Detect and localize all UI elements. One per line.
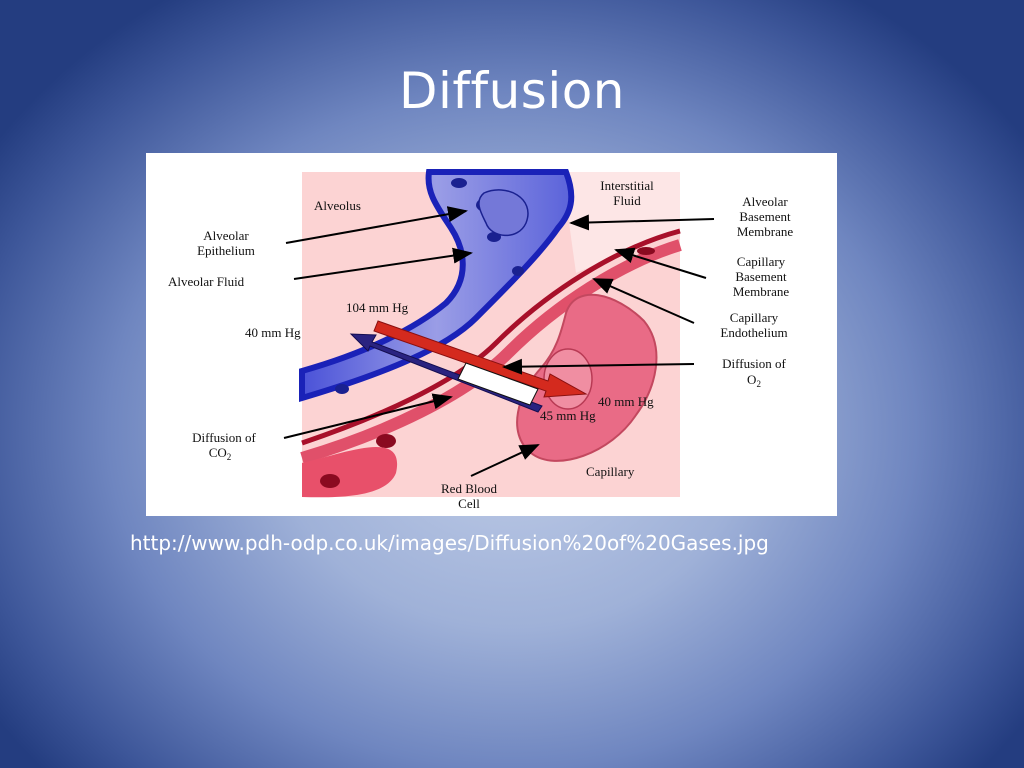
label-pressure-45: 45 mm Hg [540, 408, 596, 423]
label-capillary-endothelium: Endothelium [720, 325, 787, 340]
leader-alveolar-basement [569, 214, 715, 231]
label-capillary-basement-membrane: Basement [735, 269, 787, 284]
label-red-blood-cell: Red Blood [441, 481, 497, 496]
leader-diffusion-co2 [283, 393, 453, 439]
endothelial-nucleus [376, 434, 396, 448]
diffusion-barrier-gap [457, 362, 539, 406]
slide-title: Diffusion [398, 62, 625, 120]
label-red-blood-cell: Cell [458, 496, 480, 511]
label-alveolar-fluid: Alveolar Fluid [168, 274, 245, 289]
label-pressure-40-left: 40 mm Hg [245, 325, 301, 340]
label-capillary: Capillary [586, 464, 635, 479]
label-pressure-40-right: 40 mm Hg [598, 394, 654, 409]
endothelial-nucleus [637, 247, 655, 255]
label-diffusion-o2: O2 [747, 372, 761, 389]
alveolar-cell-blob [451, 178, 467, 188]
diffusion-diagram: Alveolus Interstitial Fluid Alveolar Epi… [146, 153, 837, 516]
source-url: http://www.pdh-odp.co.uk/images/Diffusio… [130, 531, 769, 555]
endothelial-nucleus [320, 474, 340, 488]
label-alveolar-epithelium: Alveolar [203, 228, 249, 243]
leader-alveolar-epithelium [285, 206, 468, 244]
leader-capillary-basement [614, 247, 707, 279]
label-alveolar-basement-membrane: Basement [739, 209, 791, 224]
label-alveolar-basement-membrane: Alveolar [742, 194, 788, 209]
alveolar-nucleus [478, 189, 529, 237]
label-alveolus: Alveolus [314, 198, 361, 213]
label-diffusion-o2: Diffusion of [722, 356, 786, 371]
label-capillary-endothelium: Capillary [730, 310, 779, 325]
label-alveolar-basement-membrane: Membrane [737, 224, 794, 239]
alveolar-cell-blob [512, 266, 524, 276]
label-interstitial-fluid: Fluid [613, 193, 641, 208]
label-diffusion-co2: Diffusion of [192, 430, 256, 445]
leader-alveolar-fluid [293, 247, 473, 280]
label-alveolar-epithelium: Epithelium [197, 243, 255, 258]
label-capillary-basement-membrane: Membrane [733, 284, 790, 299]
leader-red-blood-cell [470, 444, 540, 477]
label-pressure-104: 104 mm Hg [346, 300, 409, 315]
o2-diffusion-arrow [373, 320, 588, 398]
label-diffusion-co2: CO2 [209, 445, 232, 462]
alveolar-cell-blob [335, 384, 349, 394]
leader-diffusion-o2 [502, 358, 695, 375]
capillary-endothelium [300, 239, 682, 464]
label-interstitial-fluid: Interstitial [600, 178, 654, 193]
diffusion-diagram-svg: Alveolus Interstitial Fluid Alveolar Epi… [168, 169, 794, 511]
leader-capillary-endothelium [592, 278, 695, 324]
label-capillary-basement-membrane: Capillary [737, 254, 786, 269]
